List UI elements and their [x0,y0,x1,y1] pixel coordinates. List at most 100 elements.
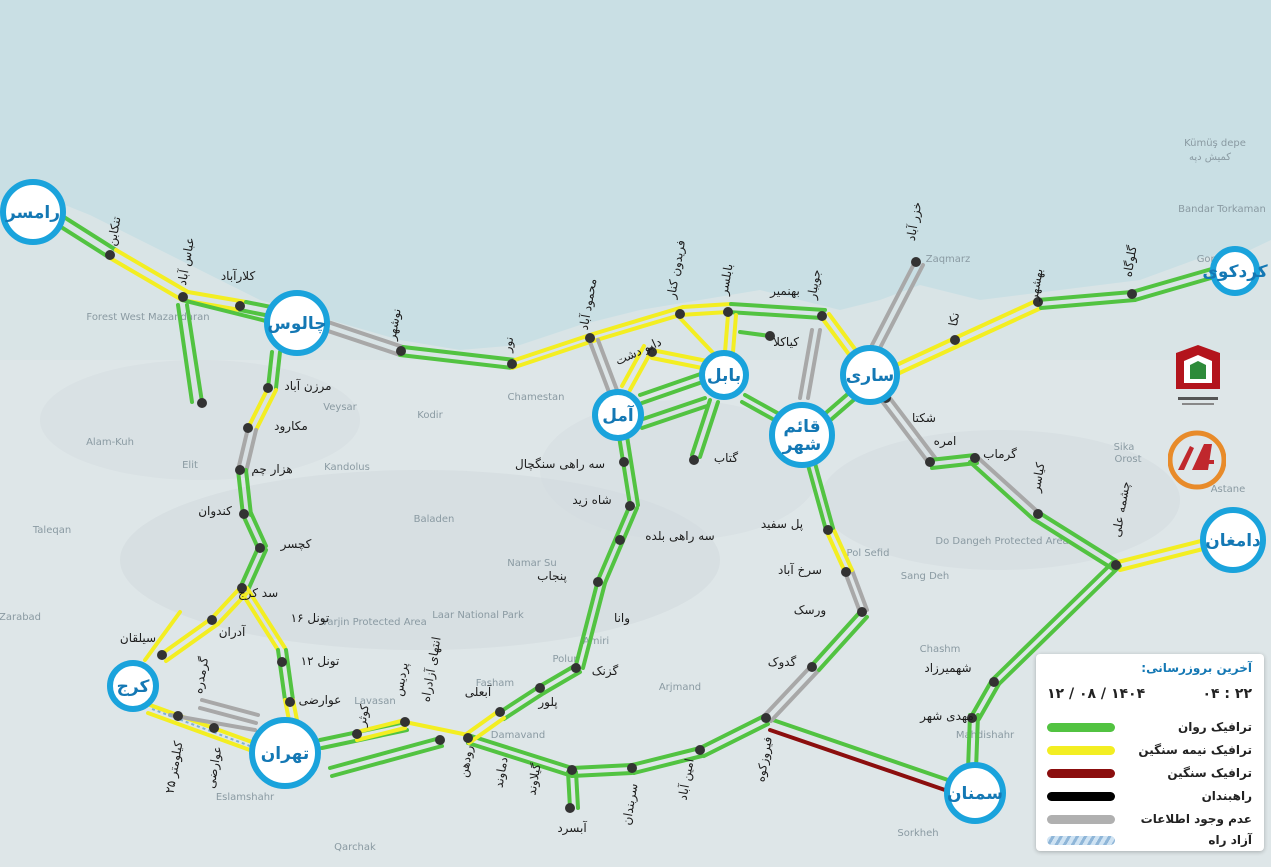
place-label: وانا [614,611,630,626]
city-label: شهر [782,435,822,455]
place-label: گتاب [714,451,739,465]
basemap-label: Chashm [920,644,961,655]
city-label: سمنان [947,784,1003,804]
place-label: نکا [946,311,962,327]
city-sari: ساری [840,345,900,405]
basemap-label: Orost [1114,454,1141,465]
basemap-label: کمیش دپه [1189,152,1231,163]
place-label: عوارضی [299,693,342,708]
legend-item-free: ترافیک روان [1047,716,1252,738]
place-label: کوثر [354,703,373,728]
place-label: دماوند [491,756,511,789]
place-label: کلارآباد [221,268,256,284]
legend-item-heavy: ترافیک سنگین [1047,762,1252,784]
place-label: شکتا [912,411,936,425]
place-label: آبسرد [557,820,587,836]
basemap-label: Sika [1114,442,1135,453]
place-label: ورسک [794,603,826,618]
place-label: کیاکلا [773,335,799,349]
basemap-label: Sorkheh [897,828,938,839]
place-label: گرماب [983,447,1017,462]
city-label: کردکوی [1202,262,1267,282]
city-karaj: کرج [107,660,159,712]
basemap-label: Elit [182,460,198,471]
legend-panel: آخرین بروزرسانی: ۲۲ : ۰۴ ۱۴۰۴ / ۰۸ / ۱۲ … [1036,654,1264,851]
basemap-label: Polur [552,654,578,665]
city-label: دامغان [1205,531,1261,551]
city-ramsar: رامسر [0,179,66,245]
city-babol: بابل [699,350,749,400]
legend-item-blocked: راهبندان [1047,785,1252,807]
basemap-label: Alam-Kuh [86,437,134,448]
place-label: سد کرج [238,586,278,601]
legend-swatch-heavy [1047,768,1115,778]
place-label: تونل ۱۶ [291,611,330,626]
legend-swatch-freeway [1047,835,1115,845]
place-label: آبعلی [465,684,492,699]
city-label: ساری [846,366,894,386]
place-label: کچسر [280,537,312,552]
141-logo [1167,428,1227,492]
place-label: سرخ آباد [778,562,822,578]
place-label: گزنک [592,664,619,679]
place-label: تونل ۱۲ [301,654,340,669]
place-label: جویبار [804,268,824,301]
basemap-label: Zarabad [0,612,41,623]
legend-item-nodata: عدم وجود اطلاعات [1047,808,1252,830]
city-label: تهران [261,744,310,764]
place-label: پلور [537,695,557,710]
city-kordkuy: کردکوی [1202,246,1268,296]
legend-swatch-blocked [1047,791,1115,801]
legend-swatch-semi [1047,745,1115,755]
place-label: گلوگاه [1120,244,1140,278]
basemap-label: Do Dangeh Protected Area [935,536,1068,547]
place-label: مهدی شهر [919,709,974,724]
basemap-label: Bandar Torkaman [1178,204,1266,215]
basemap-label: Pol Sefid [847,548,890,559]
legend-title: آخرین بروزرسانی: [1141,661,1252,675]
place-label: امره [934,434,957,449]
place-label: پل سفید [761,517,803,531]
place-label: کیاسر [1028,461,1048,494]
basemap-label: Veysar [323,402,357,413]
caspian-sea [0,0,1271,350]
place-label: هزار چم [251,462,292,477]
basemap-label: Forest West Mazandaran [86,312,209,323]
legend-item-semi: ترافیک نیمه سنگین [1047,739,1252,761]
city-amol: آمل [592,389,644,441]
city-label: کرج [117,677,150,697]
place-label: گدوک [768,655,797,670]
legend-swatch-free [1047,722,1115,732]
basemap-label: Varjin Protected Area [321,617,426,628]
basemap-label: Mahdishahr [956,730,1015,741]
legend-swatch-nodata [1047,814,1115,824]
place-label: بهنمیر [769,284,800,299]
place-label: تنکابن [105,215,125,247]
basemap-label: Kandolus [324,462,370,473]
city-label: رامسر [5,203,60,223]
basemap-label: Sang Deh [901,571,950,582]
road-agency-logo [1174,345,1222,415]
city-label: چالوس [267,314,326,334]
basemap-label: Astane [1211,484,1246,495]
place-label: آدران [219,624,246,640]
legend-time: ۲۲ : ۰۴ [1202,686,1252,702]
legend-item-freeway: آزاد راه [1047,829,1252,851]
basemap-label: Chamestan [508,392,565,403]
place-label: سه راهی بلده [645,529,714,544]
basemap-label: Kodir [417,410,443,421]
basemap-label: Zaqmarz [926,254,971,265]
basemap-label: Damavand [491,730,545,741]
city-label: آمل [602,404,635,426]
place-label: نور [500,336,518,355]
place-label: سه راهی سنگچال [515,457,605,472]
basemap-label: Namar Su [507,558,556,569]
place-label: سیلقان [120,631,156,645]
city-tehran: تهران [249,717,321,789]
basemap-label: Kümüş depe [1184,138,1246,149]
basemap-label: Laar National Park [432,610,524,621]
legend-date: ۱۴۰۴ / ۰۸ / ۱۲ [1047,686,1146,702]
place-label: مکارود [274,419,308,434]
basemap-label: Arjmand [659,682,701,693]
